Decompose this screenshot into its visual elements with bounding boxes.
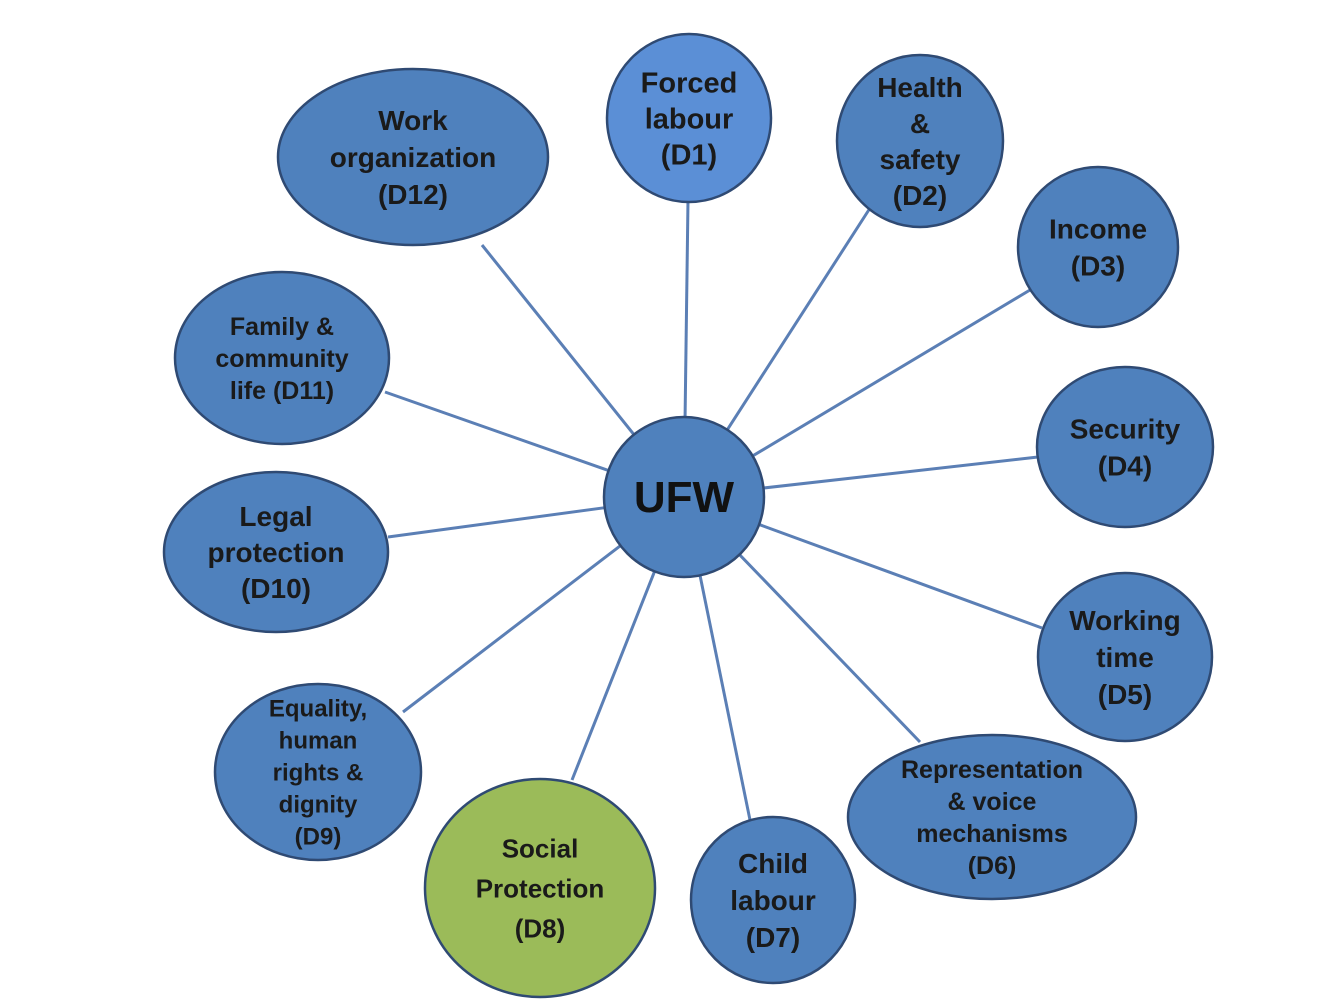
connectors xyxy=(384,199,1043,821)
node-label-d11-line-3: life (D11) xyxy=(230,377,334,405)
node-label-d10-line-1: Legal xyxy=(239,501,312,532)
node-label-d9-line-4: dignity xyxy=(279,792,358,819)
hub-label: UFW xyxy=(634,473,735,522)
node-shape-d5 xyxy=(1036,571,1214,743)
connector-d2 xyxy=(724,204,874,433)
node-label-d7-line-1: Child xyxy=(738,848,808,879)
node-label-d9-line-2: human xyxy=(279,728,358,755)
node-shape-d7 xyxy=(689,815,857,985)
node-shape-d11 xyxy=(173,270,391,446)
node-label-d5-line-2: time xyxy=(1096,642,1154,673)
node-label-d6-line-3: mechanisms xyxy=(916,820,1067,848)
connector-d11 xyxy=(384,390,611,473)
node-label-d10-line-3: (D10) xyxy=(241,573,311,604)
node-d3: Income (D3) xyxy=(1016,165,1180,329)
node-shape-d3 xyxy=(1016,165,1180,329)
node-label-d2-line-3: safety xyxy=(880,144,961,175)
node-label-d9-line-1: Equality, xyxy=(269,696,367,723)
node-shape-d6 xyxy=(846,733,1138,901)
node-label-d8-line-2: Protection xyxy=(476,873,605,903)
node-label-d10-line-2: protection xyxy=(208,537,345,568)
node-d9: Equality, human rights & dignity (D9) xyxy=(213,682,423,862)
node-label-d6-line-2: & voice xyxy=(948,788,1037,816)
node-d5: Working time (D5) xyxy=(1036,571,1214,743)
node-label-d5-line-3: (D5) xyxy=(1098,679,1152,710)
node-label-d7-line-3: (D7) xyxy=(746,922,800,953)
hub-node: UFW xyxy=(602,415,766,579)
connector-d10 xyxy=(387,505,607,539)
node-label-d2-line-1: Health xyxy=(877,72,963,103)
node-d1: Forced labour (D1) xyxy=(605,32,773,204)
node-d2: Health & safety (D2) xyxy=(835,53,1005,229)
connector-d9 xyxy=(402,543,623,714)
node-d4: Security (D4) xyxy=(1035,365,1215,529)
node-d6: Representation & voice mechanisms (D6) xyxy=(846,733,1138,901)
connector-d1 xyxy=(683,199,690,420)
dimension-nodes: Forced labour (D1) Health & safety (D2) Income (… xyxy=(162,32,1215,999)
node-label-d2-line-2: & xyxy=(910,108,930,139)
node-shape-d12 xyxy=(276,67,550,247)
node-label-d11-line-2: community xyxy=(215,345,348,373)
node-label-d6-line-4: (D6) xyxy=(968,852,1017,880)
node-label-d11-line-1: Family & xyxy=(230,313,334,341)
node-d12: Work organization (D12) xyxy=(276,67,550,247)
node-label-d5-line-1: Working xyxy=(1069,605,1180,636)
node-shape-d10 xyxy=(162,470,390,634)
node-shape-d1 xyxy=(605,32,773,204)
node-label-d9-line-5: (D9) xyxy=(295,824,342,851)
node-shape-d4 xyxy=(1035,365,1215,529)
node-label-d9-line-3: rights & xyxy=(273,760,364,787)
node-label-d7-line-2: labour xyxy=(730,885,816,916)
connector-d12 xyxy=(480,244,637,438)
node-label-d1-line-3: (D1) xyxy=(661,139,717,171)
node-label-d2-line-4: (D2) xyxy=(893,180,947,211)
connector-d3 xyxy=(750,288,1031,459)
connector-d7 xyxy=(698,573,752,821)
node-label-d4-line-2: (D4) xyxy=(1098,451,1152,482)
node-shape-d2 xyxy=(835,53,1005,229)
node-label-d1-line-2: labour xyxy=(645,103,734,135)
connector-d5 xyxy=(756,522,1043,630)
node-label-d3-line-1: Income xyxy=(1049,214,1147,245)
node-label-d6-line-1: Representation xyxy=(901,756,1083,784)
node-shape-d8 xyxy=(423,777,657,999)
node-label-d12-line-2: organization xyxy=(330,142,496,173)
node-d10: Legal protection (D10) xyxy=(162,470,390,634)
node-label-d3-line-2: (D3) xyxy=(1071,251,1125,282)
node-label-d12-line-3: (D12) xyxy=(378,179,448,210)
node-label-d8-line-1: Social xyxy=(502,833,579,863)
node-label-d4-line-1: Security xyxy=(1070,414,1181,445)
connector-d8 xyxy=(570,568,657,781)
node-label-d12-line-1: Work xyxy=(378,105,448,136)
node-label-d8-line-3: (D8) xyxy=(515,913,566,943)
node-d7: Child labour (D7) xyxy=(689,815,857,985)
connector-d4 xyxy=(761,455,1039,490)
hub-circle xyxy=(602,415,766,579)
node-d11: Family & community life (D11) xyxy=(173,270,391,446)
node-shape-d9 xyxy=(213,682,423,862)
connector-d6 xyxy=(737,552,922,744)
node-label-d1-line-1: Forced xyxy=(641,67,738,99)
